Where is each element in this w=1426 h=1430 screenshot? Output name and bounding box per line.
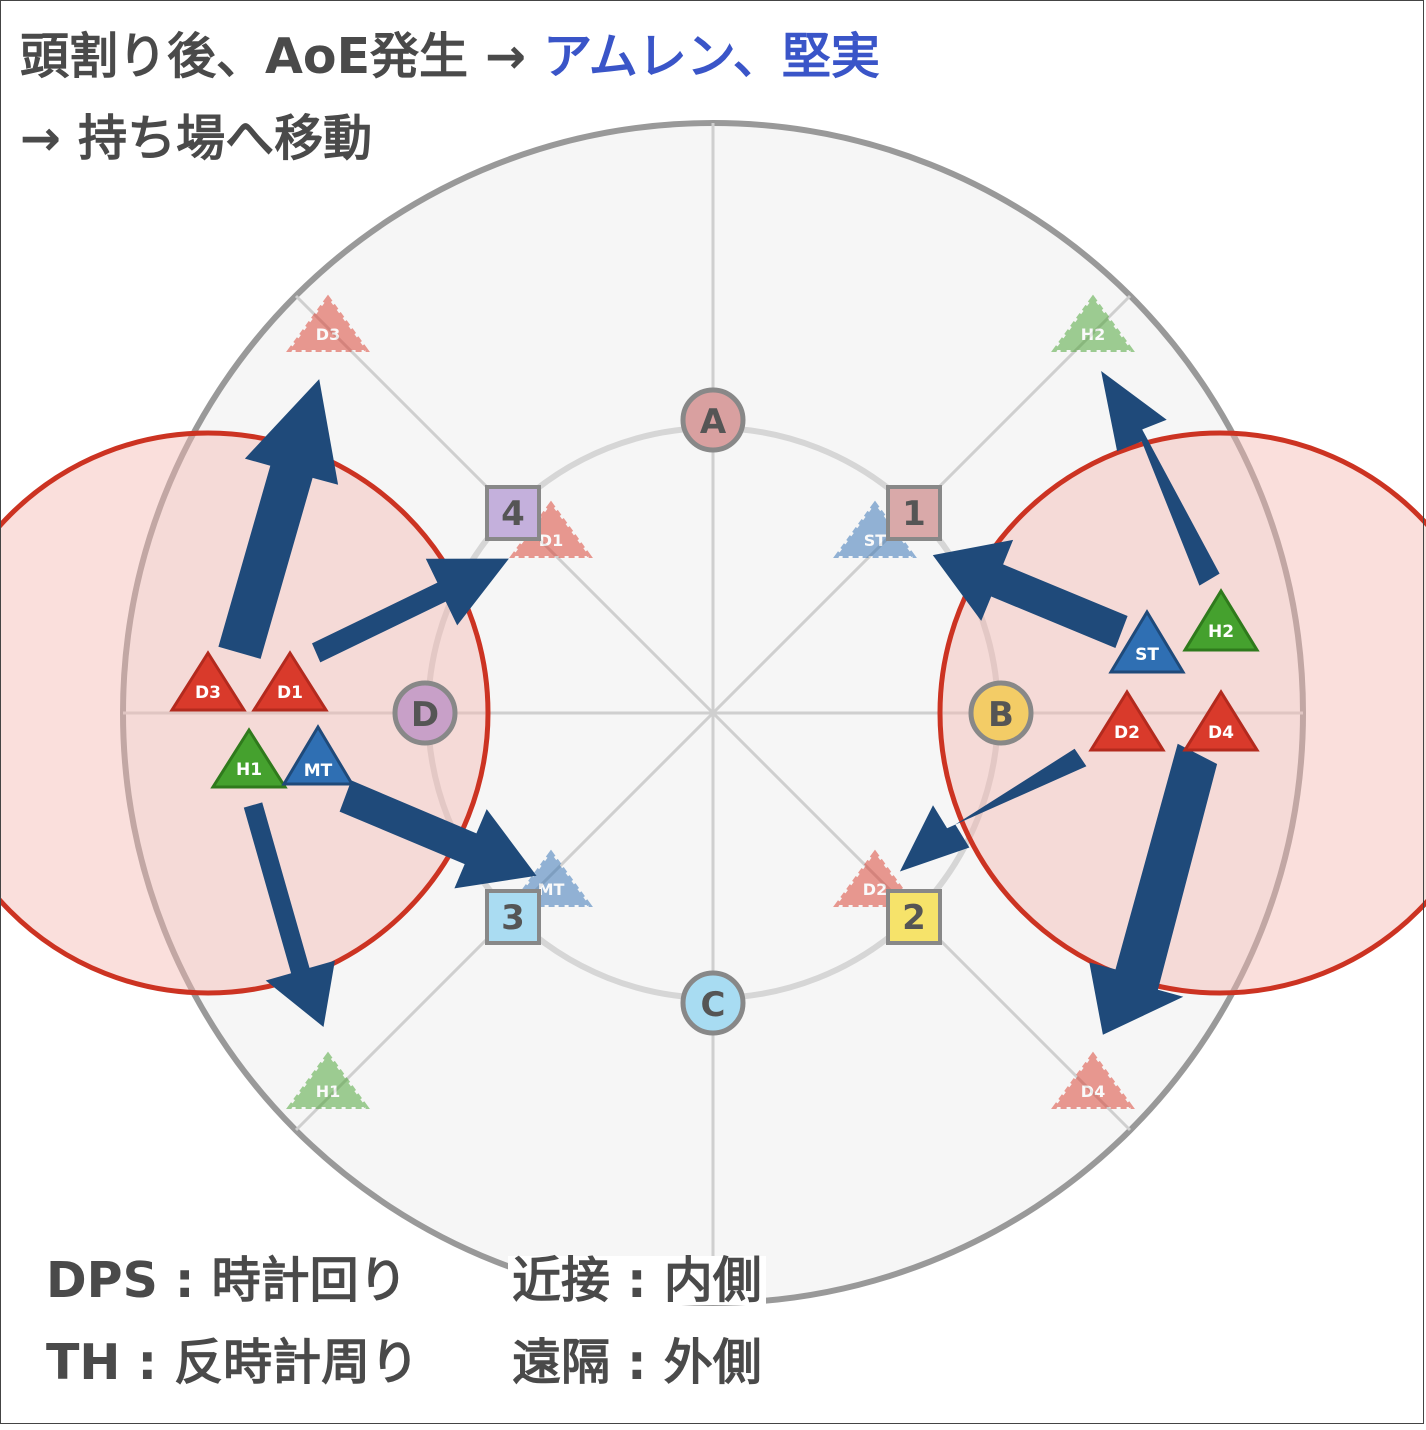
player-d1-label: D1: [277, 683, 303, 703]
player-h1: H1: [210, 727, 288, 789]
waymark-a: A: [680, 387, 746, 453]
player-st: ST: [1108, 609, 1186, 674]
waymark-1-label: 1: [902, 494, 926, 534]
player-d1: D1: [251, 650, 329, 712]
waymark-b-label: B: [988, 695, 1014, 735]
player-h2: H2: [1182, 588, 1260, 652]
arrow-d3: [218, 379, 339, 659]
ghost-h2-label: H2: [1081, 325, 1106, 344]
player-mt: MT: [281, 724, 355, 786]
ghost-d2-label: D2: [863, 880, 887, 899]
arena-guide-lines: [123, 123, 1303, 1303]
ghost-d3: D3: [286, 294, 370, 352]
arrow-d4: [1089, 743, 1218, 1035]
aoe-circle-left: [0, 430, 491, 996]
waymark-4: 4: [485, 485, 541, 541]
waymark-a-label: A: [700, 402, 727, 442]
waymark-2: 2: [886, 889, 942, 945]
player-mt-label: MT: [304, 761, 333, 781]
waymark-c-label: C: [701, 985, 726, 1025]
arrow-st: [932, 539, 1128, 648]
ghost-d4-label: D4: [1081, 1082, 1105, 1101]
title-line-1: 頭割り後、AoE発生 → アムレン、堅実: [20, 32, 880, 81]
ghost-d4: D4: [1051, 1051, 1135, 1109]
ghost-d1-label: D1: [539, 531, 563, 550]
waymark-d-label: D: [411, 695, 439, 735]
waymark-c: C: [680, 970, 746, 1036]
player-d3: D3: [169, 650, 247, 712]
arrow-h2: [1101, 371, 1220, 586]
title-accent: アムレン、堅実: [543, 28, 880, 85]
arrow-h1: [243, 802, 335, 1027]
movement-arrows: [218, 371, 1220, 1035]
waymark-d: D: [392, 680, 458, 746]
player-h1-label: H1: [236, 760, 262, 780]
legend-th: TH : 反時計周り: [42, 1338, 424, 1387]
waymark-3-label: 3: [501, 898, 525, 938]
aoe-circle-right: [937, 430, 1426, 996]
player-h2-label: H2: [1208, 622, 1234, 642]
title-line-2: → 持ち場へ移動: [20, 110, 373, 167]
player-d4-label: D4: [1208, 723, 1234, 743]
waymark-1: 1: [886, 485, 942, 541]
player-d2: D2: [1088, 689, 1166, 752]
arrow-d1: [312, 558, 509, 663]
player-d4: D4: [1182, 689, 1260, 752]
ghost-st-label: ST: [864, 531, 887, 550]
legend-dps: DPS : 時計回り: [42, 1256, 412, 1305]
legend-melee: 近接 : 内側: [508, 1256, 766, 1305]
arrow-d2: [899, 748, 1087, 872]
player-d2-label: D2: [1114, 723, 1140, 743]
waymark-4-label: 4: [501, 494, 525, 534]
waymark-b: B: [968, 680, 1034, 746]
waymark-3: 3: [485, 889, 541, 945]
legend-ranged: 遠隔 : 外側: [508, 1338, 766, 1387]
ghost-h1-label: H1: [316, 1082, 341, 1101]
ghost-d3-label: D3: [316, 325, 340, 344]
player-d3-label: D3: [195, 683, 221, 703]
title-main: 頭割り後、AoE発生 →: [20, 28, 544, 85]
player-st-label: ST: [1135, 645, 1159, 665]
arrow-mt: [339, 780, 537, 889]
ghost-h2: H2: [1051, 294, 1135, 352]
ghost-mt-label: MT: [538, 880, 565, 899]
waymark-2-label: 2: [902, 898, 926, 938]
ghost-h1: H1: [286, 1051, 370, 1109]
